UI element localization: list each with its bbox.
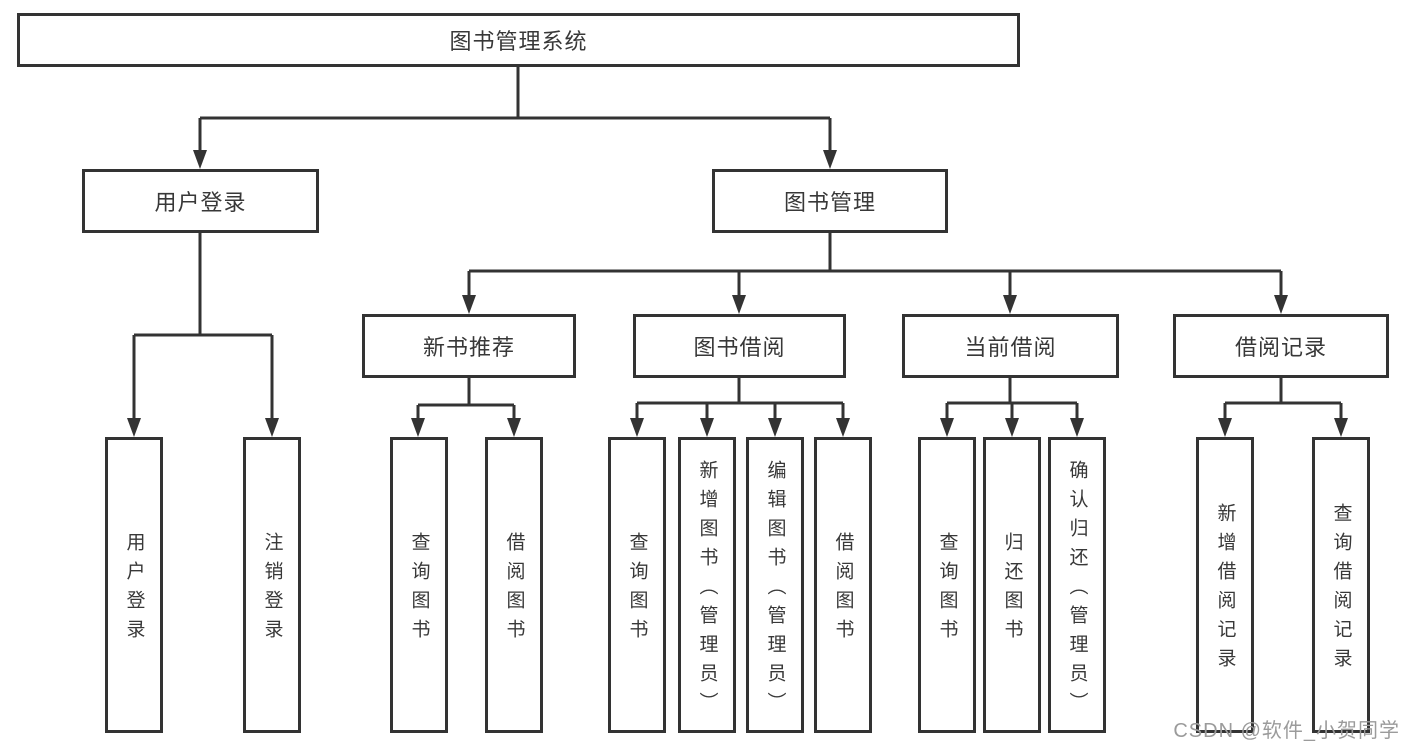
branch-user-login: 用户登录 [82, 169, 319, 233]
leaf-cb-confirm-return-admin: 确认归还（管理员） [1048, 437, 1106, 733]
leaf-cb-confirm-return-admin-label: 确认归还（管理员） [1066, 459, 1088, 721]
leaf-bb-query-books: 查询图书 [608, 437, 666, 733]
arrowheads [127, 150, 1348, 437]
connector-borrow-record-to-leaves [1223, 378, 1343, 419]
section-book-borrowing: 图书借阅 [633, 314, 846, 378]
csdn-watermark: CSDN @软件_小贺同学 [1173, 720, 1400, 742]
arrow-icon [700, 418, 714, 437]
connector-current-borrow-to-leaves [945, 378, 1079, 419]
leaf-logout: 注销登录 [243, 437, 301, 733]
section-book-borrowing-label: 图书借阅 [693, 335, 786, 360]
leaf-bb-borrow-books: 借阅图书 [814, 437, 872, 733]
leaf-cb-query-books: 查询图书 [918, 437, 976, 733]
leaf-user-login-label: 用户登录 [123, 532, 145, 648]
leaf-bb-query-books-label: 查询图书 [626, 532, 648, 648]
connector-book-borrow-to-leaves [635, 378, 845, 419]
arrow-icon [1334, 418, 1348, 437]
arrow-icon [1218, 418, 1232, 437]
connector-user-login-to-leaves [132, 233, 274, 419]
section-new-book-recommend: 新书推荐 [362, 314, 576, 378]
leaf-br-query-record-label: 查询借阅记录 [1330, 503, 1352, 677]
leaf-nb-query-books-label: 查询图书 [408, 532, 430, 648]
arrow-icon [940, 418, 954, 437]
leaf-logout-label: 注销登录 [261, 532, 283, 648]
arrow-icon [836, 418, 850, 437]
arrow-icon [1274, 295, 1288, 314]
leaf-br-query-record: 查询借阅记录 [1312, 437, 1370, 733]
leaf-bb-add-books-admin: 新增图书（管理员） [678, 437, 736, 733]
leaf-bb-edit-books-admin: 编辑图书（管理员） [746, 437, 804, 733]
section-borrow-records-label: 借阅记录 [1234, 335, 1327, 360]
root-node-label: 图书管理系统 [449, 29, 588, 54]
arrow-icon [823, 150, 837, 169]
leaf-bb-add-books-admin-label: 新增图书（管理员） [696, 459, 718, 721]
branch-user-login-label: 用户登录 [154, 190, 247, 215]
arrow-icon [768, 418, 782, 437]
leaf-nb-borrow-books-label: 借阅图书 [503, 532, 525, 648]
branch-book-management: 图书管理 [712, 169, 948, 233]
leaf-cb-return-books-label: 归还图书 [1001, 532, 1023, 648]
section-new-book-recommend-label: 新书推荐 [422, 335, 515, 360]
leaf-cb-return-books: 归还图书 [983, 437, 1041, 733]
connector-root-to-level2 [198, 67, 832, 151]
leaf-bb-borrow-books-label: 借阅图书 [832, 532, 854, 648]
leaf-nb-query-books: 查询图书 [390, 437, 448, 733]
root-node: 图书管理系统 [17, 13, 1020, 67]
leaf-br-add-record: 新增借阅记录 [1196, 437, 1254, 733]
arrow-icon [1005, 418, 1019, 437]
section-borrow-records: 借阅记录 [1173, 314, 1389, 378]
connector-new-book-to-leaves [416, 378, 516, 419]
arrow-icon [411, 418, 425, 437]
arrow-icon [265, 418, 279, 437]
arrow-icon [1003, 295, 1017, 314]
arrow-icon [127, 418, 141, 437]
connector-book-mgmt-to-sections [467, 233, 1283, 296]
section-current-borrowing-label: 当前借阅 [964, 335, 1057, 360]
arrow-icon [630, 418, 644, 437]
leaf-nb-borrow-books: 借阅图书 [485, 437, 543, 733]
arrow-icon [732, 295, 746, 314]
section-current-borrowing: 当前借阅 [902, 314, 1119, 378]
leaf-bb-edit-books-admin-label: 编辑图书（管理员） [764, 459, 786, 721]
arrow-icon [507, 418, 521, 437]
leaf-cb-query-books-label: 查询图书 [936, 532, 958, 648]
branch-book-management-label: 图书管理 [783, 190, 876, 215]
arrow-icon [462, 295, 476, 314]
leaf-br-add-record-label: 新增借阅记录 [1214, 503, 1236, 677]
leaf-user-login: 用户登录 [105, 437, 163, 733]
arrow-icon [1070, 418, 1084, 437]
arrow-icon [193, 150, 207, 169]
